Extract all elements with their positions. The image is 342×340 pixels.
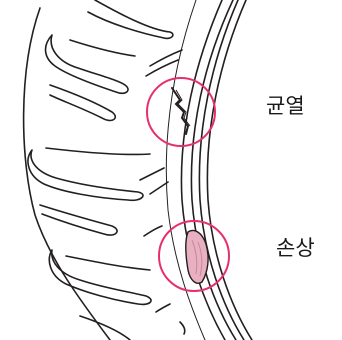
damage-label: 손상 [276,232,315,262]
tread-lug-2-inner [70,40,135,56]
shoulder-cut-2 [146,60,178,76]
rim-line-2 [207,0,252,340]
shoulder-cut-1 [150,50,182,66]
tread-lug-6-inner [66,256,150,270]
shoulder-cut-5 [144,226,162,236]
tread-lug-4-inner [46,148,150,155]
tread-lug-3 [50,85,115,120]
tread-lug-4 [28,150,143,200]
shoulder-cut-3 [140,168,164,180]
tread-lug-7 [80,316,130,340]
tire-sidewall-line-2 [191,0,236,340]
tread-lug-5 [40,205,117,235]
tire-tread-outer-edge [24,8,110,340]
crack-label: 균열 [266,90,305,120]
shoulder-cut-4 [150,182,168,194]
tread-lug-1 [88,0,173,38]
tread-lug-2 [46,35,129,93]
shoulder-cut-6 [156,304,170,312]
shoulder-cut-7 [180,322,185,334]
